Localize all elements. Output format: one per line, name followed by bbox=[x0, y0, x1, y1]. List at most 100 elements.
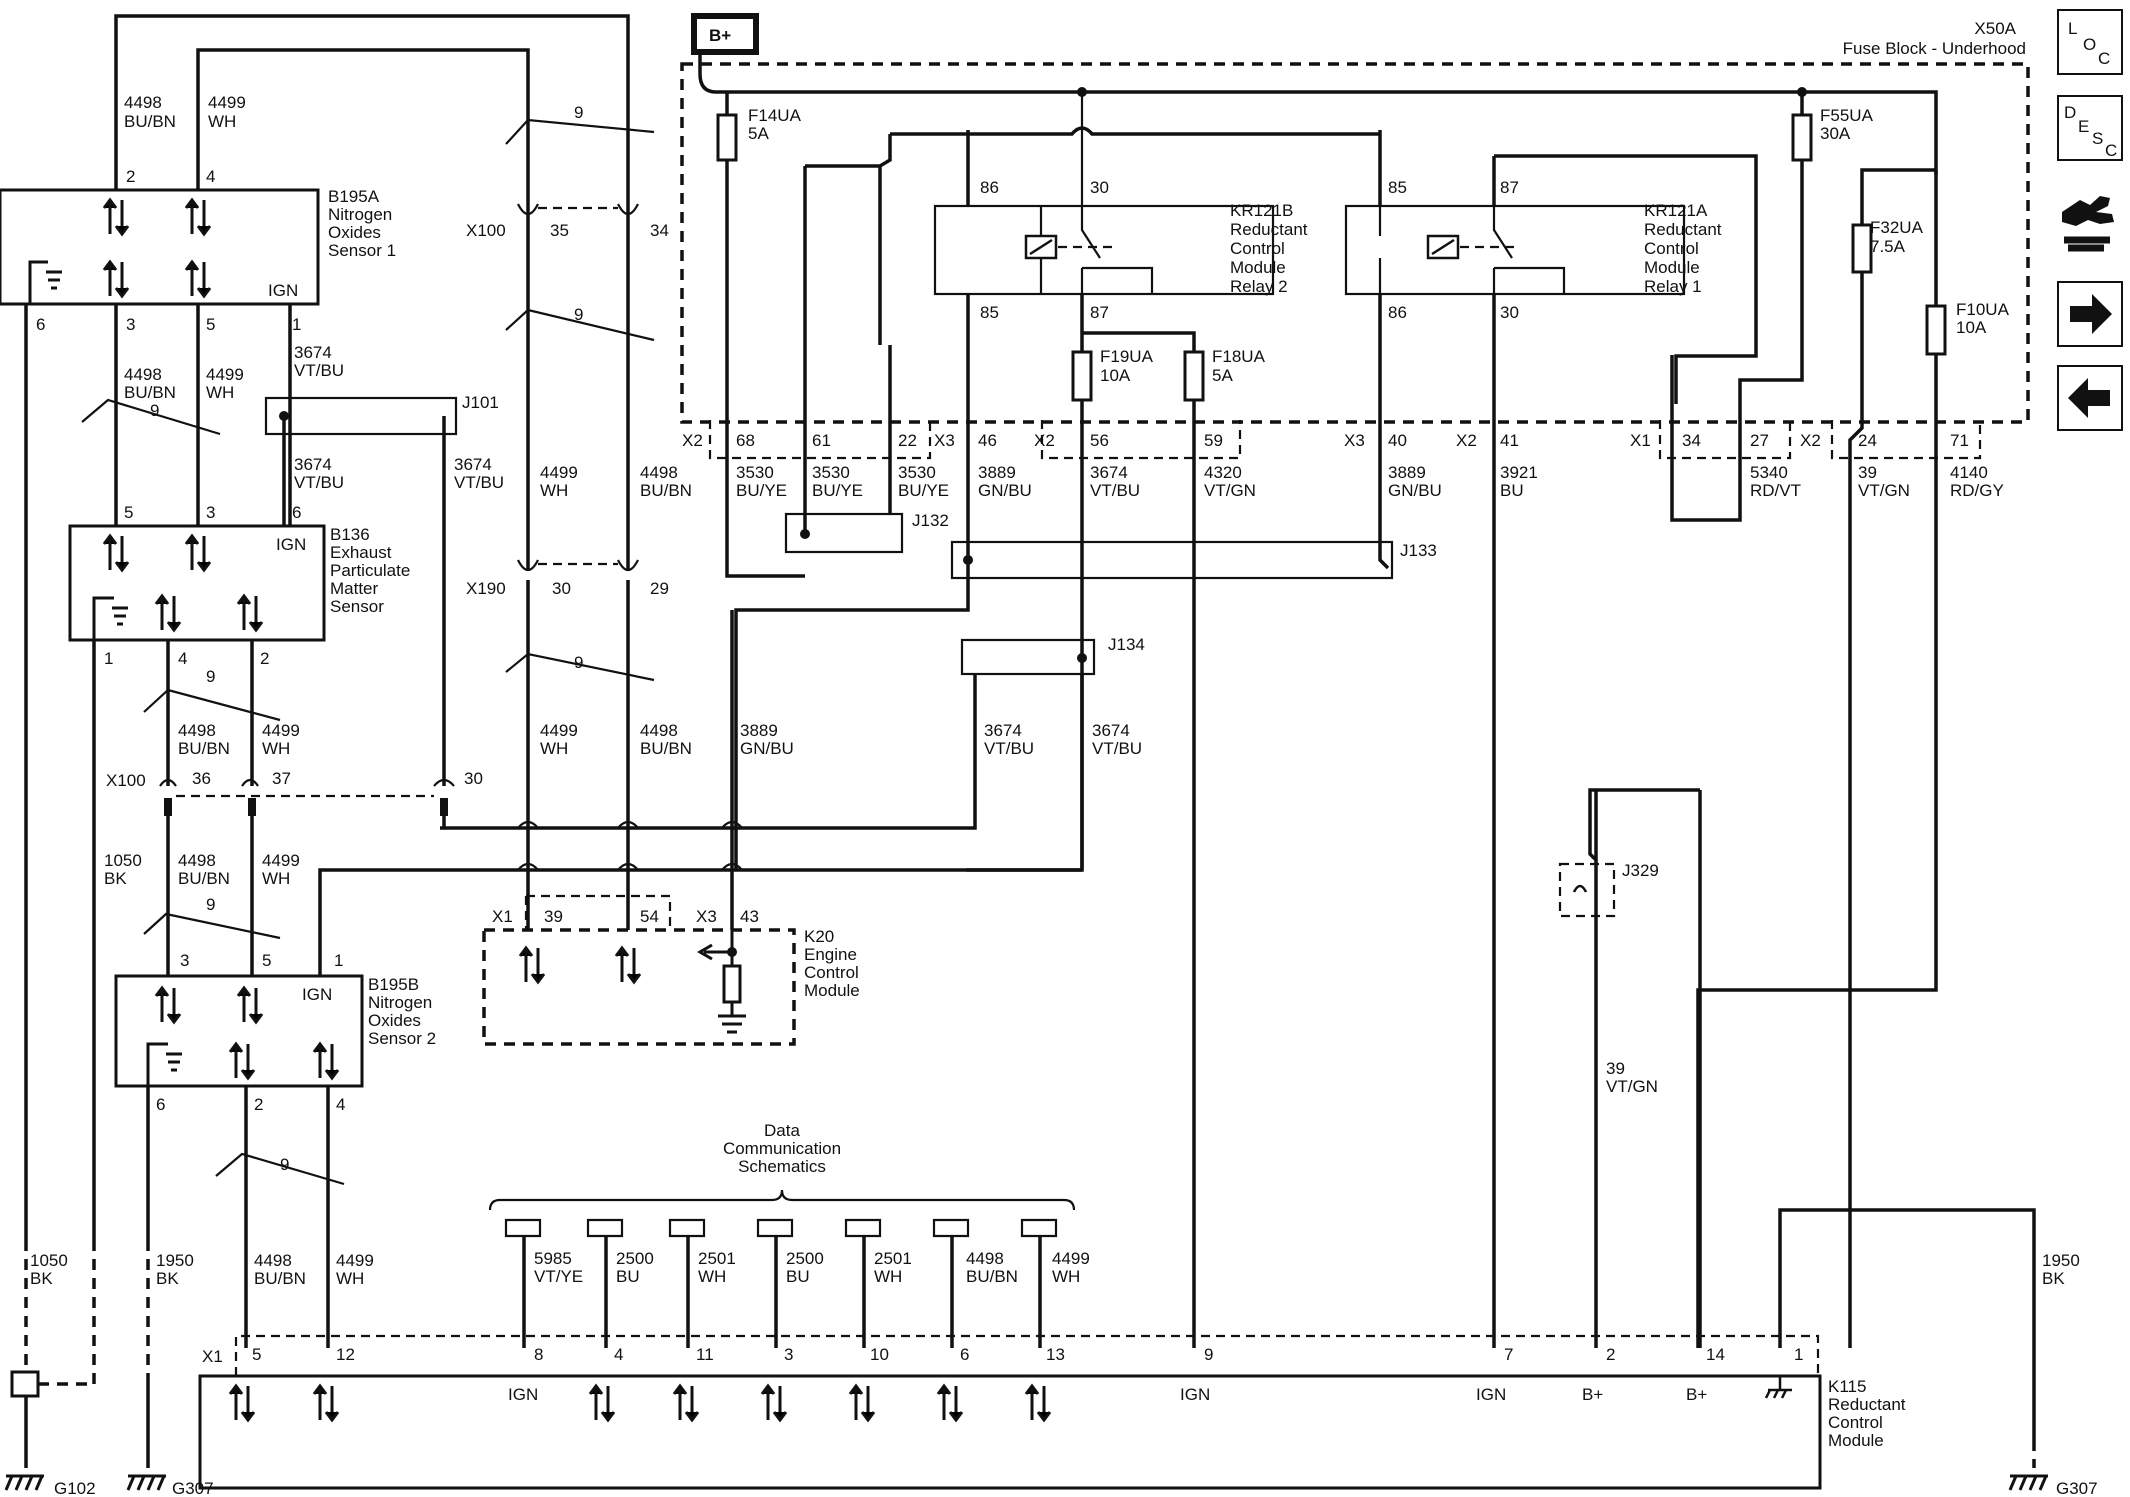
svg-text:IGN: IGN bbox=[1180, 1385, 1210, 1404]
svg-text:5340: 5340 bbox=[1750, 463, 1788, 482]
svg-text:1950: 1950 bbox=[2042, 1251, 2080, 1270]
splice-label: J329 bbox=[1622, 861, 1659, 880]
svg-text:Control: Control bbox=[804, 963, 859, 982]
fuse-label: F19UA bbox=[1100, 347, 1154, 366]
data-comm-link[interactable]: Schematics bbox=[738, 1157, 826, 1176]
k115-pin-labels: 5 12 8 4 11 3 10 6 13 9 7 2 14 1 IGN IGN… bbox=[252, 1345, 1803, 1404]
bidirectional-arrow-icon bbox=[102, 533, 264, 633]
svg-text:41: 41 bbox=[1500, 431, 1519, 450]
svg-text:VT/BU: VT/BU bbox=[984, 739, 1034, 758]
svg-text:3674: 3674 bbox=[294, 455, 332, 474]
pin-label: 85 bbox=[980, 303, 999, 322]
svg-text:4: 4 bbox=[178, 649, 187, 668]
f10ua-fuse bbox=[1925, 304, 1947, 356]
fuse-label: 10A bbox=[1956, 318, 1987, 337]
svg-text:Oxides: Oxides bbox=[368, 1011, 421, 1030]
svg-text:68: 68 bbox=[736, 431, 755, 450]
svg-text:2: 2 bbox=[1606, 1345, 1615, 1364]
svg-text:3889: 3889 bbox=[978, 463, 1016, 482]
fuse-label: F55UA bbox=[1820, 106, 1874, 125]
relay-kr121b-box bbox=[933, 204, 1275, 296]
svg-text:39: 39 bbox=[544, 907, 563, 926]
svg-text:3530: 3530 bbox=[812, 463, 850, 482]
svg-text:3889: 3889 bbox=[740, 721, 778, 740]
svg-text:WH: WH bbox=[262, 739, 290, 758]
svg-text:9: 9 bbox=[280, 1155, 289, 1174]
connector-wrench-icon[interactable] bbox=[2062, 196, 2114, 252]
svg-text:VT/BU: VT/BU bbox=[294, 361, 344, 380]
svg-text:BU/YE: BU/YE bbox=[812, 481, 863, 500]
description-button[interactable]: D E S C bbox=[2057, 95, 2123, 161]
svg-text:3530: 3530 bbox=[736, 463, 774, 482]
component-label: B136 bbox=[330, 525, 370, 544]
svg-text:4499: 4499 bbox=[540, 463, 578, 482]
previous-page-button[interactable] bbox=[2057, 365, 2123, 431]
svg-text:59: 59 bbox=[1204, 431, 1223, 450]
svg-text:27: 27 bbox=[1750, 431, 1769, 450]
svg-text:1: 1 bbox=[104, 649, 113, 668]
svg-text:BK: BK bbox=[156, 1269, 179, 1288]
svg-text:5: 5 bbox=[206, 315, 215, 334]
svg-text:7: 7 bbox=[1504, 1345, 1513, 1364]
svg-text:2501: 2501 bbox=[874, 1249, 912, 1268]
ground-icon bbox=[146, 1042, 182, 1086]
svg-text:29: 29 bbox=[650, 579, 669, 598]
f18ua-wire bbox=[1082, 331, 1196, 1348]
svg-text:WH: WH bbox=[540, 739, 568, 758]
relay-86-feed bbox=[890, 126, 1380, 136]
svg-text:3530: 3530 bbox=[898, 463, 936, 482]
ground-icon bbox=[92, 596, 128, 640]
splice-j132 bbox=[784, 512, 904, 554]
svg-text:35: 35 bbox=[550, 221, 569, 240]
data-comm-link[interactable]: Communication bbox=[723, 1139, 841, 1158]
svg-text:X3: X3 bbox=[696, 907, 717, 926]
svg-text:WH: WH bbox=[540, 481, 568, 500]
svg-text:X3: X3 bbox=[934, 431, 955, 450]
svg-text:X2: X2 bbox=[1034, 431, 1055, 450]
svg-text:VT/BU: VT/BU bbox=[1092, 739, 1142, 758]
svg-text:2500: 2500 bbox=[616, 1249, 654, 1268]
svg-text:BU: BU bbox=[786, 1267, 810, 1286]
f19ua-fuse bbox=[1071, 350, 1093, 402]
next-page-button[interactable] bbox=[2057, 281, 2123, 347]
svg-text:56: 56 bbox=[1090, 431, 1109, 450]
svg-text:BU/BN: BU/BN bbox=[640, 739, 692, 758]
svg-text:4498: 4498 bbox=[178, 851, 216, 870]
f32ua-fuse bbox=[1851, 223, 1873, 274]
sensor-b195a-box bbox=[0, 188, 320, 306]
desc-letter: S bbox=[2092, 129, 2103, 148]
svg-text:3: 3 bbox=[180, 951, 189, 970]
svg-text:22: 22 bbox=[898, 431, 917, 450]
pin-label: 87 bbox=[1090, 303, 1109, 322]
connector-x100-lower: X100 36 37 30 bbox=[106, 769, 483, 816]
svg-text:3921: 3921 bbox=[1500, 463, 1538, 482]
location-button[interactable]: L O C bbox=[2057, 9, 2123, 75]
svg-text:4: 4 bbox=[336, 1095, 345, 1114]
svg-text:1: 1 bbox=[334, 951, 343, 970]
fuse-block-pin-row: X2 68 3530 BU/YE 61 3530 BU/YE 22 3530 B… bbox=[682, 431, 2004, 500]
pin-label: 87 bbox=[1500, 178, 1519, 197]
fuse-label: F14UA bbox=[748, 106, 802, 125]
svg-text:BU/YE: BU/YE bbox=[898, 481, 949, 500]
splice-j101 bbox=[264, 396, 458, 436]
splice-label: J133 bbox=[1400, 541, 1437, 560]
fuse-label: F32UA bbox=[1870, 218, 1924, 237]
desc-letter: D bbox=[2064, 103, 2076, 122]
svg-text:X100: X100 bbox=[106, 771, 146, 790]
fuse-block-name: Fuse Block - Underhood bbox=[1843, 39, 2026, 58]
bidirectional-arrow-icon bbox=[228, 1383, 1052, 1423]
fuse-label: 5A bbox=[1212, 366, 1233, 385]
svg-text:Module: Module bbox=[1828, 1431, 1884, 1450]
relay-kr121a-box bbox=[1344, 204, 1686, 296]
svg-text:24: 24 bbox=[1858, 431, 1877, 450]
data-comm-link[interactable]: Data bbox=[764, 1121, 800, 1140]
relay-label: Control bbox=[1230, 239, 1285, 258]
svg-text:BU/BN: BU/BN bbox=[178, 739, 230, 758]
splice-label: J134 bbox=[1108, 635, 1145, 654]
svg-text:9: 9 bbox=[574, 305, 583, 324]
svg-text:34: 34 bbox=[650, 221, 669, 240]
svg-text:IGN: IGN bbox=[276, 535, 306, 554]
svg-text:X1: X1 bbox=[202, 1347, 223, 1366]
ground-icon bbox=[718, 930, 746, 1034]
